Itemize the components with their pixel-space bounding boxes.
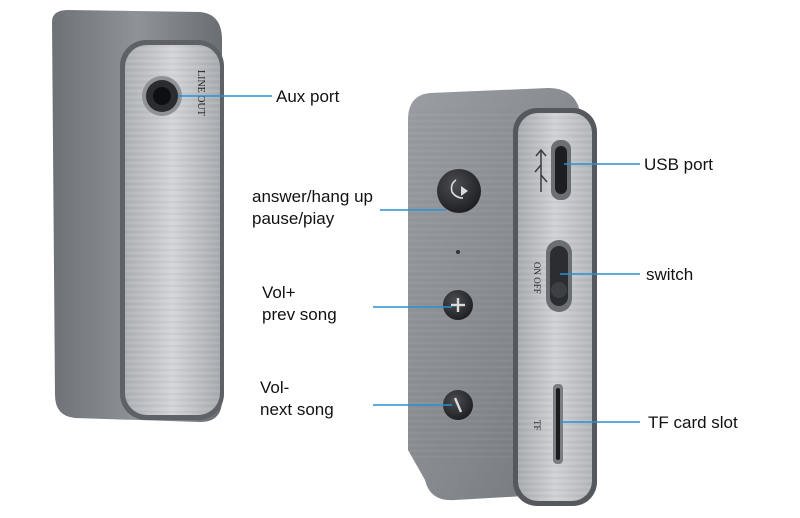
on-off-label: ON OFF <box>532 262 542 294</box>
phone-play-icon <box>450 179 468 199</box>
tf-slot-label: TF card slot <box>648 412 738 434</box>
plus-icon <box>451 298 465 312</box>
vol-up-line2: prev song <box>262 305 337 324</box>
aux-port-label: Aux port <box>276 86 339 108</box>
vol-down-line1: Vol- <box>260 378 290 397</box>
right-device <box>408 88 597 506</box>
tf-label: TF <box>532 420 542 431</box>
answer-label: answer/hang up pause/piay <box>252 186 373 230</box>
vol-up-label: Vol+ prev song <box>262 282 337 326</box>
answer-button <box>437 169 481 213</box>
status-led <box>456 250 460 254</box>
tf-slot-text: TF card slot <box>648 413 738 432</box>
answer-line2: pause/piay <box>252 209 335 228</box>
aux-port-text: Aux port <box>276 87 340 106</box>
usb-port-label: USB port <box>644 154 713 176</box>
minus-icon <box>453 397 463 413</box>
vol-up-line1: Vol+ <box>262 283 296 302</box>
left-device <box>52 10 224 422</box>
switch-text: switch <box>646 265 694 284</box>
usb-icon <box>534 148 548 192</box>
line-out-label: LINE OUT <box>195 70 206 116</box>
vol-down-line2: next song <box>260 400 334 419</box>
usb-port-text: USB port <box>644 155 713 174</box>
leader-lines <box>178 95 640 423</box>
switch-label: switch <box>646 264 693 286</box>
vol-down-label: Vol- next song <box>260 377 334 421</box>
answer-line1: answer/hang up <box>252 187 373 206</box>
